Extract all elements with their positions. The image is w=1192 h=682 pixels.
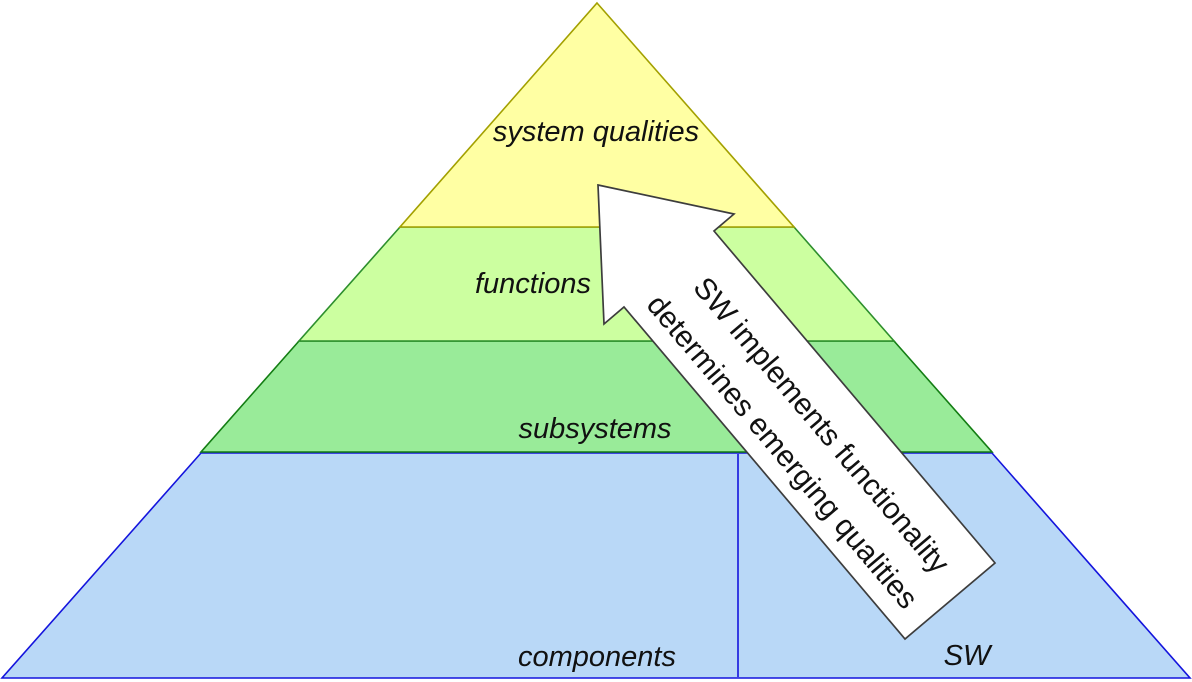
label-subsystems: subsystems — [518, 413, 671, 445]
label-functions: functions — [475, 268, 591, 300]
up-arrow-icon — [597, 183, 997, 641]
layer-functions — [297, 226, 896, 342]
label-components: components — [518, 641, 676, 673]
layer-system-qualities — [398, 1, 796, 228]
label-system-qualities: system qualities — [493, 116, 699, 148]
label-sw-region: SW — [944, 640, 993, 672]
